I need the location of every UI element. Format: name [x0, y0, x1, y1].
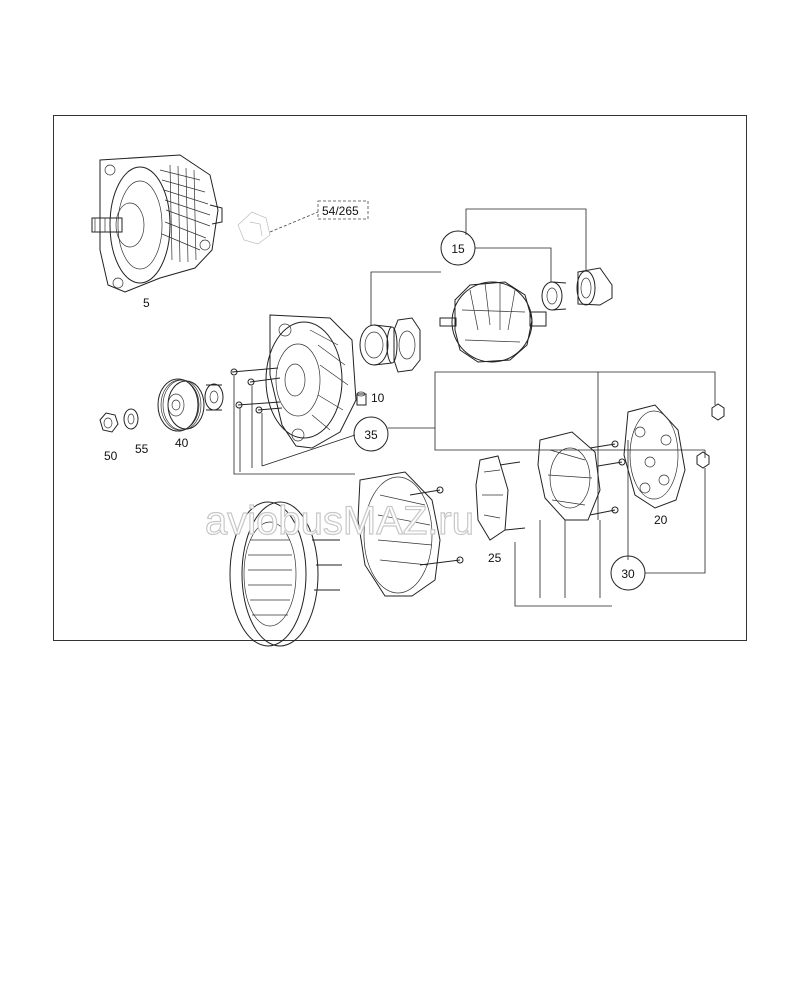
plug-part-10 — [356, 391, 367, 406]
part-label-55: 55 — [135, 442, 149, 456]
part-label-54-265: 54/265 — [322, 204, 359, 218]
housing-intermediate — [357, 471, 464, 597]
rear-cover-part-20 — [623, 404, 686, 509]
slip-ring — [576, 267, 613, 306]
group-label-15: 15 — [451, 242, 465, 256]
watermark: aviobusMAZ.ru — [205, 499, 474, 543]
part-label-40: 40 — [175, 436, 189, 450]
group-callout-15 — [440, 230, 476, 266]
group-30-leaders — [514, 372, 706, 607]
drive-end-shield — [265, 314, 357, 449]
washer — [123, 408, 139, 430]
group-label-30: 30 — [621, 567, 635, 581]
group-35-leaders — [233, 371, 716, 475]
group-callout-35 — [353, 416, 389, 452]
hex-nut — [99, 412, 119, 433]
group-callout-30 — [610, 555, 646, 591]
part-label-25: 25 — [488, 551, 502, 565]
bearing-rear — [541, 281, 567, 311]
rectifier — [537, 431, 626, 521]
regulator-ghost — [237, 211, 271, 245]
group-label-35: 35 — [364, 428, 378, 442]
part-label-10: 10 — [371, 391, 385, 405]
stator — [229, 501, 342, 647]
part-label-5: 5 — [143, 296, 150, 310]
bearing-front — [359, 324, 398, 366]
rotor — [439, 281, 547, 363]
brush-holder-part-25 — [475, 455, 526, 541]
part-label-50: 50 — [104, 449, 118, 463]
alternator-assembly — [91, 154, 223, 293]
part-label-20: 20 — [654, 513, 668, 527]
shield-screws — [230, 367, 283, 414]
pulley — [157, 378, 205, 432]
diagram-frame — [53, 115, 747, 641]
small-nuts — [696, 403, 725, 469]
retaining-plate — [393, 317, 421, 373]
group-15-leaders — [370, 208, 587, 325]
spacer-sleeve — [204, 383, 224, 411]
